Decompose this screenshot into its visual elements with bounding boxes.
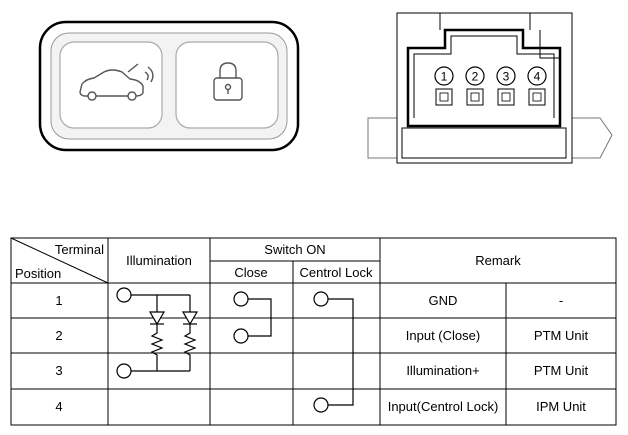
header-remark: Remark [475,253,521,268]
close-switch-circuit [233,291,272,344]
car-trunk-icon [79,63,154,101]
connector-pin-4: 4 [527,66,547,106]
corner-diagonal [10,237,109,284]
connector-pin-1: 1 [434,66,454,106]
row-unit: PTM Unit [534,328,589,343]
header-switch-on: Switch ON [264,242,325,257]
control-lock-switch-circuit [313,291,354,413]
terminal-circle [313,397,329,413]
central-lock-button[interactable] [175,41,279,129]
pin-number: 3 [503,70,510,84]
connector-housing [367,12,613,164]
connector-pin-3: 3 [496,66,516,106]
row-unit: - [559,293,563,308]
switch-panel [38,20,300,152]
resistor-icon [150,324,164,371]
row-signal: Input(Centrol Lock) [388,399,499,414]
connector-pin-2: 2 [465,66,485,106]
header-position: Position [15,266,61,281]
trunk-open-button[interactable] [59,41,163,129]
row-signal: GND [429,293,458,308]
terminal-circle [116,287,132,303]
padlock-icon [213,62,243,101]
resistor-icon [183,324,197,371]
terminal-circle [233,328,249,344]
row-unit: PTM Unit [534,363,589,378]
terminal-circle [116,363,132,379]
row-signal: Input (Close) [406,328,480,343]
header-terminal: Terminal [55,242,104,257]
illumination-circuit [116,287,199,379]
pin-number: 2 [472,70,479,84]
terminal-circle [313,291,329,307]
terminal-circle [233,291,249,307]
row-position: 3 [55,363,62,378]
header-control-lock: Centrol Lock [300,265,373,280]
header-close: Close [234,265,267,280]
row-unit: IPM Unit [536,399,586,414]
row-position: 4 [55,399,62,414]
terminal-table [10,237,617,426]
pin-number: 4 [534,70,541,84]
pin-number: 1 [441,70,448,84]
row-position: 1 [55,293,62,308]
header-illumination: Illumination [126,253,192,268]
row-position: 2 [55,328,62,343]
row-signal: Illumination+ [406,363,479,378]
